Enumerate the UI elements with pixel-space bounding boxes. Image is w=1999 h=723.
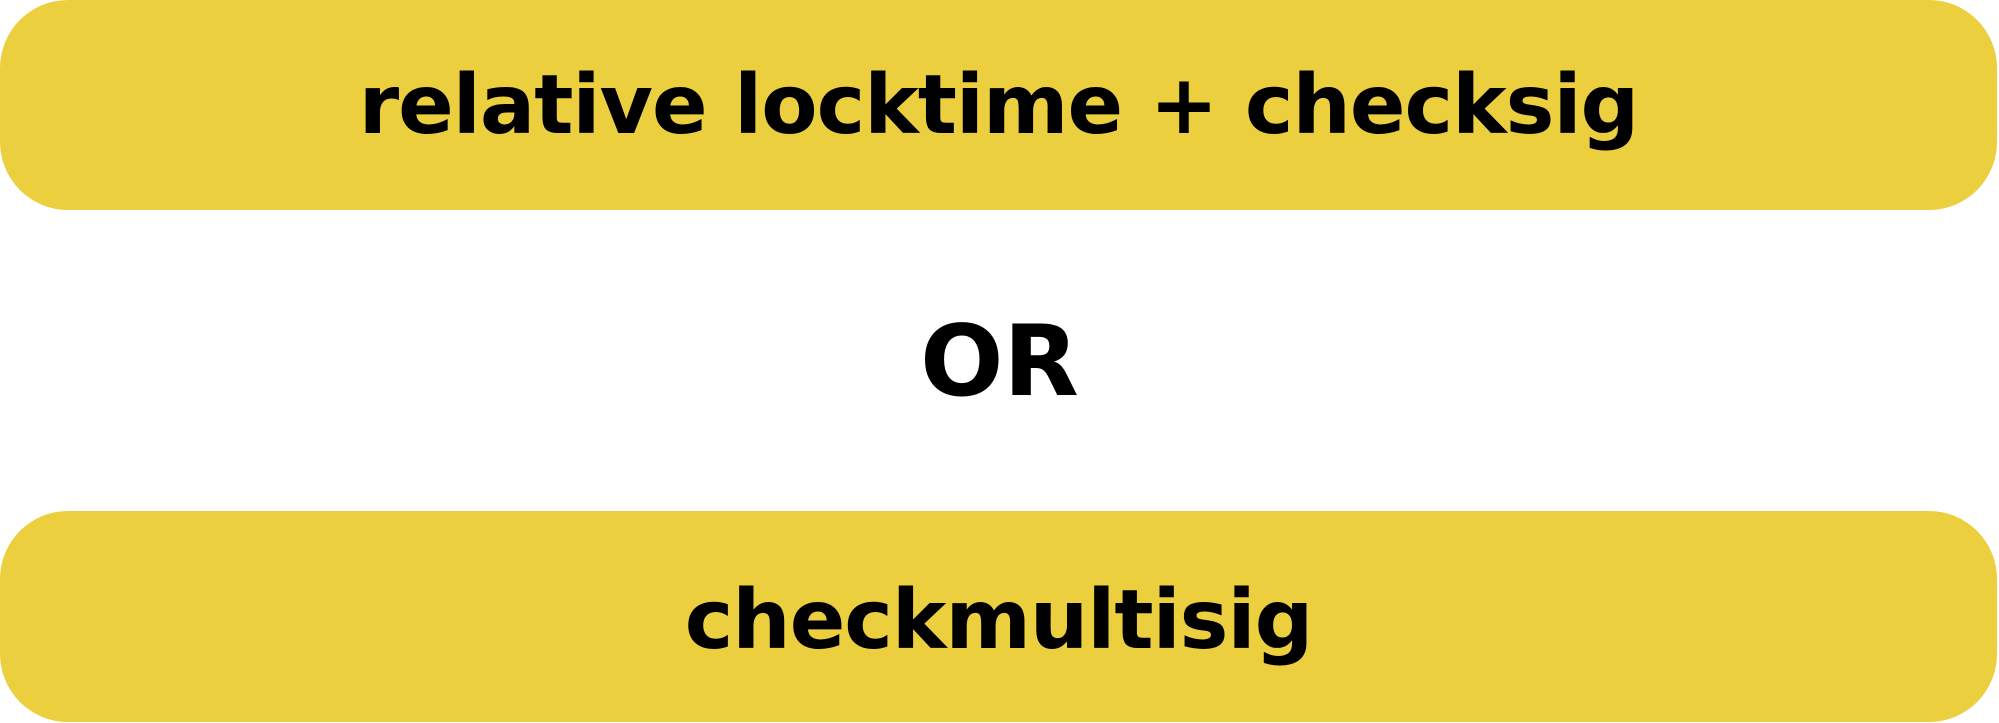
option-box-relative-locktime-checksig: relative locktime + checksig (0, 0, 1997, 210)
option-label-top: relative locktime + checksig (358, 57, 1640, 153)
option-box-checkmultisig: checkmultisig (0, 511, 1997, 722)
or-separator: OR (920, 305, 1079, 419)
option-label-bottom: checkmultisig (684, 573, 1314, 668)
